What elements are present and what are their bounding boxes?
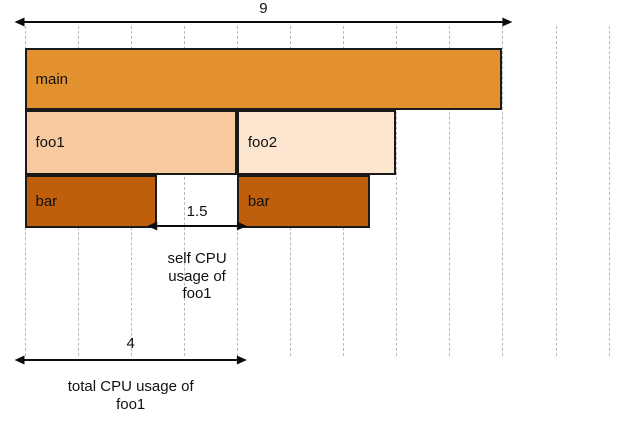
gridline-9 xyxy=(502,26,504,356)
frame-bar-b[interactable]: bar xyxy=(236,175,370,228)
measure-value-total-cpu-foo1: 4 xyxy=(126,335,135,352)
frame-label: foo1 xyxy=(35,134,65,151)
caption-line: foo1 xyxy=(116,395,146,413)
frame-label: bar xyxy=(35,193,58,210)
frame-foo2[interactable]: foo2 xyxy=(236,110,397,175)
frame-label: bar xyxy=(247,193,270,210)
frame-label: main xyxy=(35,70,69,88)
caption-line: total CPU usage of xyxy=(67,378,194,395)
caption-line: usage of xyxy=(168,267,226,285)
caption-line: foo1 xyxy=(182,285,212,303)
gridline-8 xyxy=(449,26,451,356)
frame-bar-a[interactable]: bar xyxy=(24,175,158,228)
gridline-10 xyxy=(555,26,557,356)
frame-main[interactable]: main xyxy=(24,48,503,110)
measure-value-total-width: 9 xyxy=(259,0,268,17)
gridline-7 xyxy=(396,26,398,356)
gridline-11 xyxy=(608,26,610,356)
frame-label: foo2 xyxy=(247,134,278,151)
measure-value-self-cpu-foo1: 1.5 xyxy=(186,203,208,220)
gridline-3 xyxy=(183,26,185,356)
frame-foo1[interactable]: foo1 xyxy=(24,110,237,175)
caption-line: self CPU xyxy=(167,250,227,267)
